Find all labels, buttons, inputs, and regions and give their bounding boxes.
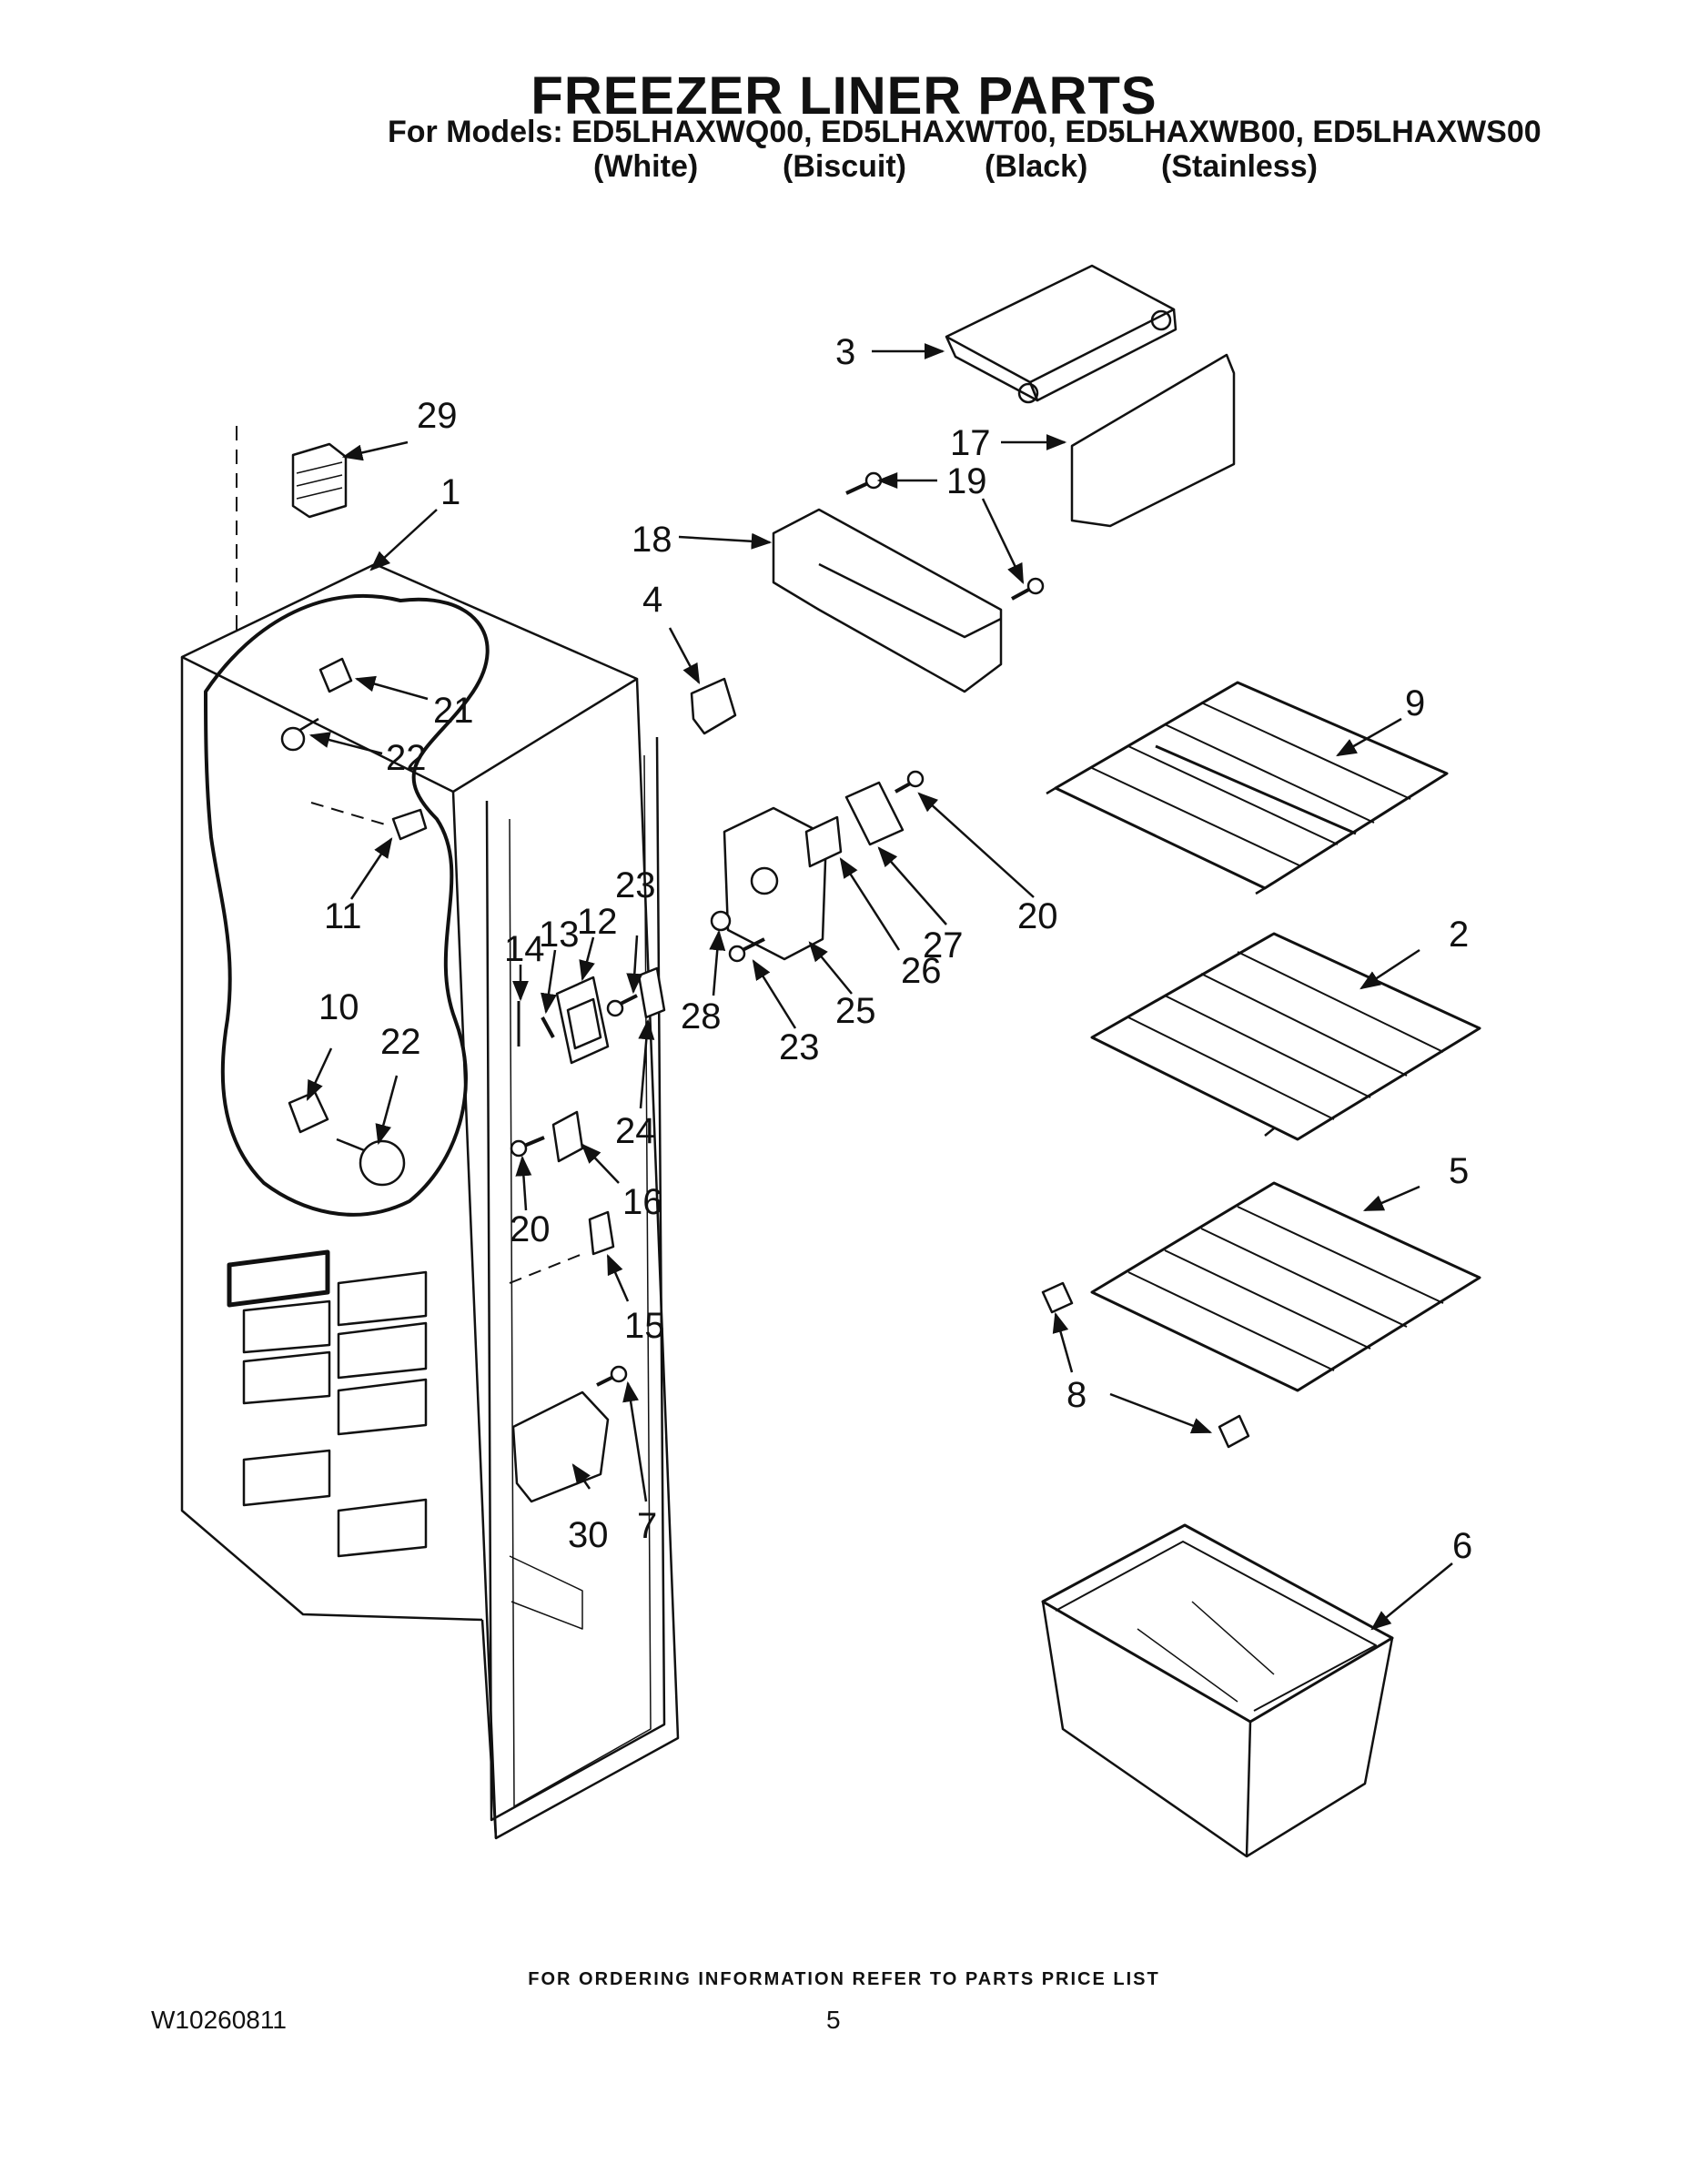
board-part-16 [551, 1110, 584, 1163]
bracket-part-18 [772, 508, 1003, 693]
screw-part-19-upper [845, 471, 883, 495]
control-housing-part-25 [723, 806, 828, 961]
document-number: W10260811 [151, 2006, 287, 2034]
knob-part-28 [710, 910, 732, 932]
clip-part-29 [291, 442, 348, 519]
color-biscuit: (Biscuit) [783, 149, 906, 184]
callout-24: 24 [615, 1111, 656, 1151]
callout-26: 26 [901, 951, 942, 991]
callout-2: 2 [1449, 915, 1469, 955]
page-title: FREEZER LINER PARTS [531, 66, 1157, 126]
callout-4: 4 [642, 580, 662, 620]
bracket-part-24 [637, 966, 666, 1019]
cover-part-30 [511, 1390, 610, 1503]
screw-part-20-lower [510, 1136, 545, 1158]
thermostat-part-26 [804, 815, 843, 868]
callout-20-left: 20 [510, 1209, 551, 1249]
screw-part-23-right [728, 937, 765, 963]
callout-7: 7 [637, 1506, 657, 1546]
bin-part-6 [1041, 1523, 1394, 1858]
cover-part-17 [1070, 353, 1236, 528]
shelf-part-5 [1090, 1181, 1481, 1392]
callout-28: 28 [681, 996, 722, 1036]
color-white: (White) [593, 149, 699, 184]
callout-10: 10 [318, 987, 359, 1027]
clip-part-11 [391, 808, 428, 841]
callout-23-left: 23 [615, 865, 656, 905]
screw-part-20-upper [895, 770, 925, 794]
control-board-part-27 [844, 781, 905, 846]
models-line: For Models: ED5LHAXWQ00, ED5LHAXWT00, ED… [388, 115, 1541, 149]
shelf-part-2 [1090, 932, 1481, 1141]
shelf-part-9 [1046, 681, 1449, 895]
ordering-footer: FOR ORDERING INFORMATION REFER TO PARTS … [528, 1969, 1160, 1989]
color-stainless: (Stainless) [1161, 149, 1318, 184]
callout-22-lower: 22 [380, 1022, 421, 1062]
callout-16: 16 [622, 1182, 663, 1222]
callout-25: 25 [835, 991, 876, 1031]
light-bulb-part-22-upper [280, 717, 319, 752]
housing-part-3 [945, 264, 1178, 404]
switch-part-13 [541, 1016, 555, 1038]
screw-part-23-left [606, 994, 638, 1017]
callout-15: 15 [624, 1306, 665, 1346]
callout-11: 11 [324, 896, 362, 936]
callout-27: 27 [923, 925, 964, 966]
callout-12: 12 [577, 902, 618, 942]
callout-19: 19 [946, 461, 987, 501]
page-number: 5 [826, 2006, 841, 2034]
callout-3: 3 [835, 332, 855, 372]
callout-21: 21 [433, 691, 474, 731]
callout-6: 6 [1452, 1526, 1472, 1566]
callout-20-right: 20 [1017, 896, 1058, 936]
callout-30: 30 [568, 1515, 609, 1555]
shelf-end-cap-part-8-left [1041, 1281, 1074, 1314]
callout-9: 9 [1405, 683, 1425, 723]
light-socket-part-10 [288, 1090, 329, 1134]
shelf-end-cap-part-8-right [1218, 1414, 1250, 1449]
callout-5: 5 [1449, 1151, 1469, 1191]
callout-14: 14 [504, 929, 545, 969]
callout-labels: 3 29 1 17 19 18 4 21 22 11 9 20 27 26 25… [318, 332, 1472, 1566]
callout-18: 18 [632, 520, 672, 560]
color-black: (Black) [985, 149, 1088, 184]
light-bulb-part-22-lower [336, 1138, 406, 1187]
callout-17: 17 [950, 423, 991, 463]
callout-22-upper: 22 [386, 738, 427, 778]
screw-part-19-lower [1011, 577, 1045, 601]
damper-part-15 [588, 1210, 615, 1256]
callout-8: 8 [1066, 1375, 1087, 1415]
callout-1: 1 [440, 472, 460, 512]
callout-23-right: 23 [779, 1027, 820, 1067]
freezer-liner-part [180, 562, 680, 1840]
light-socket-part-21 [318, 657, 353, 693]
callout-29: 29 [417, 396, 458, 436]
leader-lines [306, 343, 1453, 1631]
bracket-part-4 [690, 677, 737, 735]
screw-part-7 [596, 1365, 628, 1387]
switch-housing-part-12 [555, 976, 610, 1065]
callout-13: 13 [539, 915, 580, 955]
